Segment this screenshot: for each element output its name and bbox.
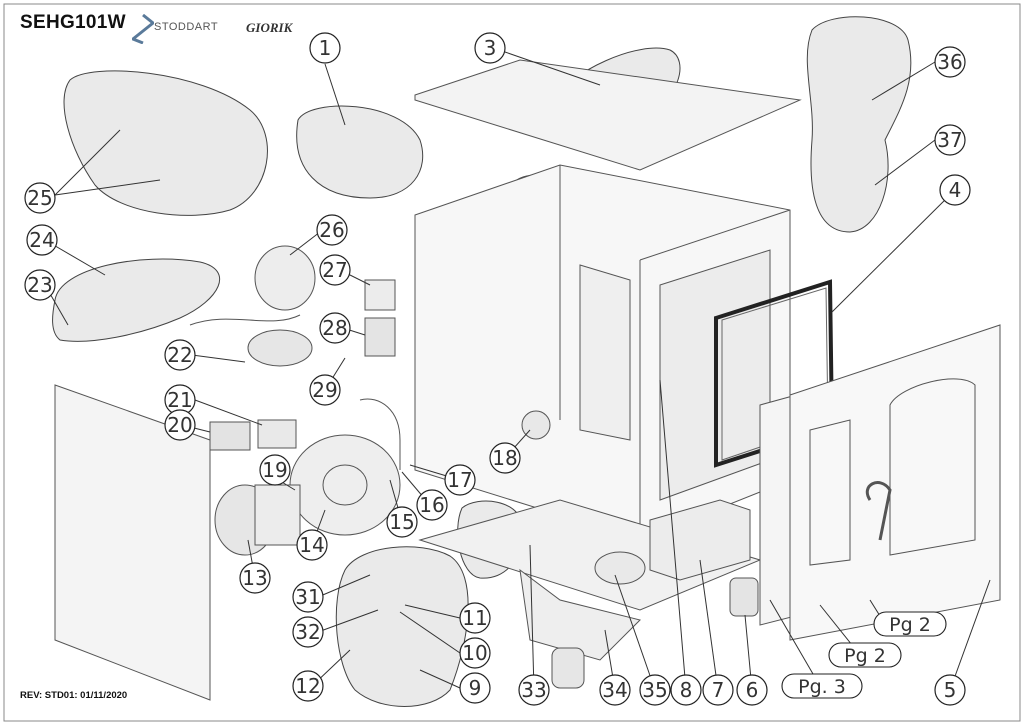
callout-label: 1 — [319, 36, 332, 60]
callout-label: 33 — [521, 678, 546, 702]
giorik-logo: GIORIK — [246, 20, 293, 35]
callout-15: 15 — [386, 506, 418, 538]
callout-23: 23 — [24, 269, 56, 301]
callout-label: 4 — [949, 178, 962, 202]
callout-34: 34 — [599, 674, 631, 706]
model-title: SEHG101W — [20, 12, 126, 33]
page-references: Pg 2Pg 2 Pg. 3 — [781, 611, 947, 699]
callout-label: 16 — [419, 493, 444, 517]
callout-label: 22 — [167, 343, 192, 367]
stoddart-logo: STODDART — [132, 14, 242, 46]
callout-5: 5 — [934, 674, 966, 706]
callout-label: 35 — [642, 678, 667, 702]
bubble-36-37 — [806, 16, 912, 233]
stoddart-brand-text: STODDART — [154, 21, 219, 33]
callout-8: 8 — [670, 674, 702, 706]
callout-label: 37 — [937, 128, 962, 152]
callout-27: 27 — [319, 254, 351, 286]
callout-36: 36 — [934, 46, 966, 78]
callout-32: 32 — [292, 616, 324, 648]
revision-note: REV: STD01: 01/11/2020 — [20, 690, 128, 701]
page-ref-3: Pg. 3 — [781, 673, 863, 699]
bubble-25 — [63, 70, 268, 216]
callout-28: 28 — [319, 312, 351, 344]
callout-label: 24 — [29, 228, 54, 252]
callout-label: 31 — [295, 585, 320, 609]
callout-18: 18 — [489, 442, 521, 474]
callout-label: 36 — [937, 50, 962, 74]
callout-20: 20 — [164, 409, 196, 441]
callout-label: 26 — [319, 218, 344, 242]
callout-label: 23 — [27, 273, 52, 297]
bubble-24 — [52, 258, 221, 342]
callout-25: 25 — [24, 182, 56, 214]
callout-17: 17 — [444, 464, 476, 496]
callout-label: 5 — [944, 678, 957, 702]
callout-label: 17 — [447, 468, 472, 492]
callout-label: 19 — [262, 458, 287, 482]
callout-label: 27 — [322, 258, 347, 282]
callout-31: 31 — [292, 581, 324, 613]
callout-7: 7 — [702, 674, 734, 706]
callout-label: 25 — [27, 186, 52, 210]
callout-1: 1 — [309, 32, 341, 64]
callout-9: 9 — [459, 672, 491, 704]
callout-label: 8 — [680, 678, 693, 702]
callout-35: 35 — [639, 674, 671, 706]
callout-label: 32 — [295, 620, 320, 644]
callout-4: 4 — [939, 174, 971, 206]
callout-label: 12 — [295, 674, 320, 698]
callout-10: 10 — [459, 637, 491, 669]
page-ref-label: Pg. 3 — [798, 676, 846, 698]
callout-21: 21 — [164, 384, 196, 416]
page-border — [3, 3, 1021, 722]
callout-label: 6 — [746, 678, 759, 702]
page-ref-label: Pg 2 — [844, 645, 886, 667]
callout-label: 14 — [299, 533, 324, 557]
callout-label: 13 — [242, 566, 267, 590]
callout-label: 10 — [462, 641, 487, 665]
callout-label: 28 — [322, 316, 347, 340]
callout-11: 11 — [459, 602, 491, 634]
callout-label: 11 — [462, 606, 487, 630]
callout-12: 12 — [292, 670, 324, 702]
callout-label: 20 — [167, 413, 192, 437]
stoddart-s-icon — [132, 14, 154, 44]
callout-label: 21 — [167, 388, 192, 412]
callout-16: 16 — [416, 489, 448, 521]
callout-3: 3 — [474, 32, 506, 64]
callout-label: 9 — [469, 676, 482, 700]
page-ref-label: Pg 2 — [889, 614, 931, 636]
callout-13: 13 — [239, 562, 271, 594]
callout-label: 29 — [312, 378, 337, 402]
callout-14: 14 — [296, 529, 328, 561]
page-ref-2: Pg 2 — [828, 642, 902, 668]
callout-19: 19 — [259, 454, 291, 486]
callout-24: 24 — [26, 224, 58, 256]
cabinet-lines — [54, 59, 1001, 701]
callout-label: 15 — [389, 510, 414, 534]
callout-22: 22 — [164, 339, 196, 371]
callout-label: 7 — [712, 678, 725, 702]
callout-label: 18 — [492, 446, 517, 470]
callout-6: 6 — [736, 674, 768, 706]
page-ref-1: Pg 2 — [873, 611, 947, 637]
callout-label: 34 — [602, 678, 627, 702]
callout-33: 33 — [518, 674, 550, 706]
bubble-1 — [296, 105, 424, 199]
callout-label: 3 — [484, 36, 497, 60]
callout-29: 29 — [309, 374, 341, 406]
callout-26: 26 — [316, 214, 348, 246]
callout-37: 37 — [934, 124, 966, 156]
